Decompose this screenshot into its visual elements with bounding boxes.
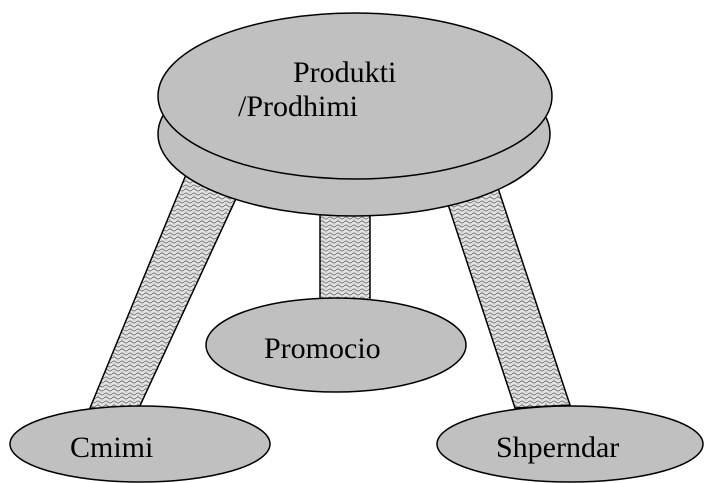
distribution-node xyxy=(436,405,704,483)
top-node-label-line2: /Prodhimi xyxy=(238,90,358,123)
price-label: Cmimi xyxy=(70,431,153,464)
center-leg xyxy=(319,204,371,304)
right-leg xyxy=(439,169,572,409)
promotion-label: Promocio xyxy=(264,332,381,365)
promotion-node xyxy=(205,297,467,393)
price-node xyxy=(9,405,271,483)
top-node-label-line1: Produkti xyxy=(293,56,396,89)
left-leg xyxy=(88,163,241,411)
table-top-node xyxy=(157,12,553,180)
distribution-label: Shperndar xyxy=(496,431,619,464)
